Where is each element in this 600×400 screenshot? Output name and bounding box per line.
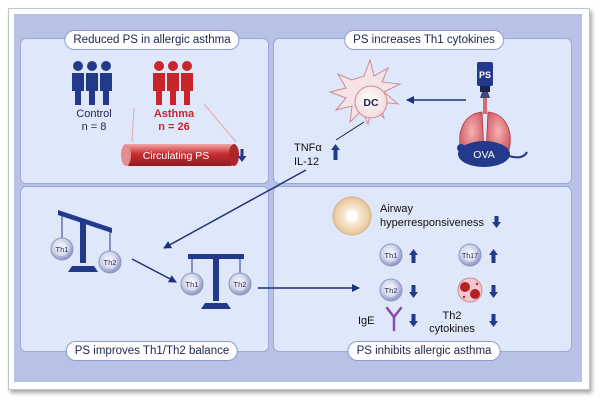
airway-down-arrow-icon (492, 216, 501, 228)
airway-label-line1: Airway (380, 203, 414, 215)
control-label: Control (76, 108, 111, 120)
th17-cell-icon (458, 243, 482, 267)
blood-vessel-icon (121, 144, 239, 166)
panel-ps-increases-th1 (273, 38, 572, 184)
ige-antibody-icon (385, 306, 403, 332)
th1-label-balanced: Th1 (186, 280, 199, 289)
th2-cytokines-line1: Th2 (443, 310, 462, 322)
diagram-canvas: Control n = 8 Asthma n = 26 Circulating … (50, 58, 528, 335)
circulating-down-arrow-icon (237, 149, 247, 162)
panel-title-balance: PS improves Th1/Th2 balance (65, 341, 239, 361)
panel-title-reduced-ps: Reduced PS in allergic asthma (64, 30, 240, 50)
tnf-label: TNFα (294, 142, 322, 154)
inhaler-icon (477, 62, 493, 98)
dc-label: DC (363, 97, 379, 109)
th1-cell-balanced-icon (180, 272, 204, 296)
cytokines-to-balance-arrow (163, 169, 307, 249)
funnel-lines (131, 103, 237, 143)
th2-cytokines-down-arrow-icon (489, 314, 498, 327)
dc-to-cytokines-line (335, 121, 365, 141)
th1-cell-icon (50, 237, 74, 261)
th2-label-balanced: Th2 (234, 280, 247, 289)
th2-down-arrow-icon (409, 285, 418, 298)
dendritic-cell-icon (328, 58, 402, 126)
th2-cell-inhibit-icon (379, 278, 403, 302)
panel-title-inhibits: PS inhibits allergic asthma (347, 341, 501, 361)
cytokines-up-arrow-icon (331, 144, 340, 160)
figure-stage: Control n = 8 Asthma n = 26 Circulating … (14, 14, 582, 382)
th17-up-arrow-icon (489, 249, 498, 263)
ova-mouse-icon (457, 141, 528, 167)
airway-label-line2: hyperresponsiveness (380, 217, 484, 229)
th17-label: Th17 (462, 253, 478, 260)
balance-shift-arrow (131, 258, 177, 283)
asthma-label: Asthma (154, 108, 195, 120)
th2-cell-icon (98, 250, 122, 274)
ova-label: OVA (473, 149, 494, 161)
panel-ps-inhibits-asthma (273, 186, 572, 352)
ige-label: IgE (358, 315, 375, 327)
asthma-people-icon (153, 61, 193, 105)
tilted-scale-icon (58, 210, 112, 272)
control-n: n = 8 (82, 121, 107, 133)
th1-label-left: Th1 (56, 245, 69, 254)
circulating-ps-label: Circulating PS (143, 150, 210, 162)
asthma-n: n = 26 (158, 121, 190, 133)
ige-down-arrow-icon (409, 314, 418, 327)
th2-label-left: Th2 (104, 258, 117, 267)
ps-inhaler-label: PS (479, 70, 491, 80)
eosinophil-icon (457, 277, 483, 303)
il12-label: IL-12 (294, 156, 319, 168)
eosinophil-down-arrow-icon (489, 285, 498, 298)
airway-cross-section-icon (332, 196, 372, 236)
th2-cell-balanced-icon (228, 272, 252, 296)
th2-cytokines-line2: cytokines (429, 323, 475, 335)
th1-up-arrow-icon (409, 249, 418, 263)
th1-cell-inhibit-icon (379, 243, 403, 267)
panel-title-ps-increases: PS increases Th1 cytokines (344, 30, 504, 50)
th2-label-inhibit: Th2 (385, 286, 398, 295)
th1-label-inhibit: Th1 (385, 251, 398, 260)
control-people-icon (72, 61, 112, 105)
